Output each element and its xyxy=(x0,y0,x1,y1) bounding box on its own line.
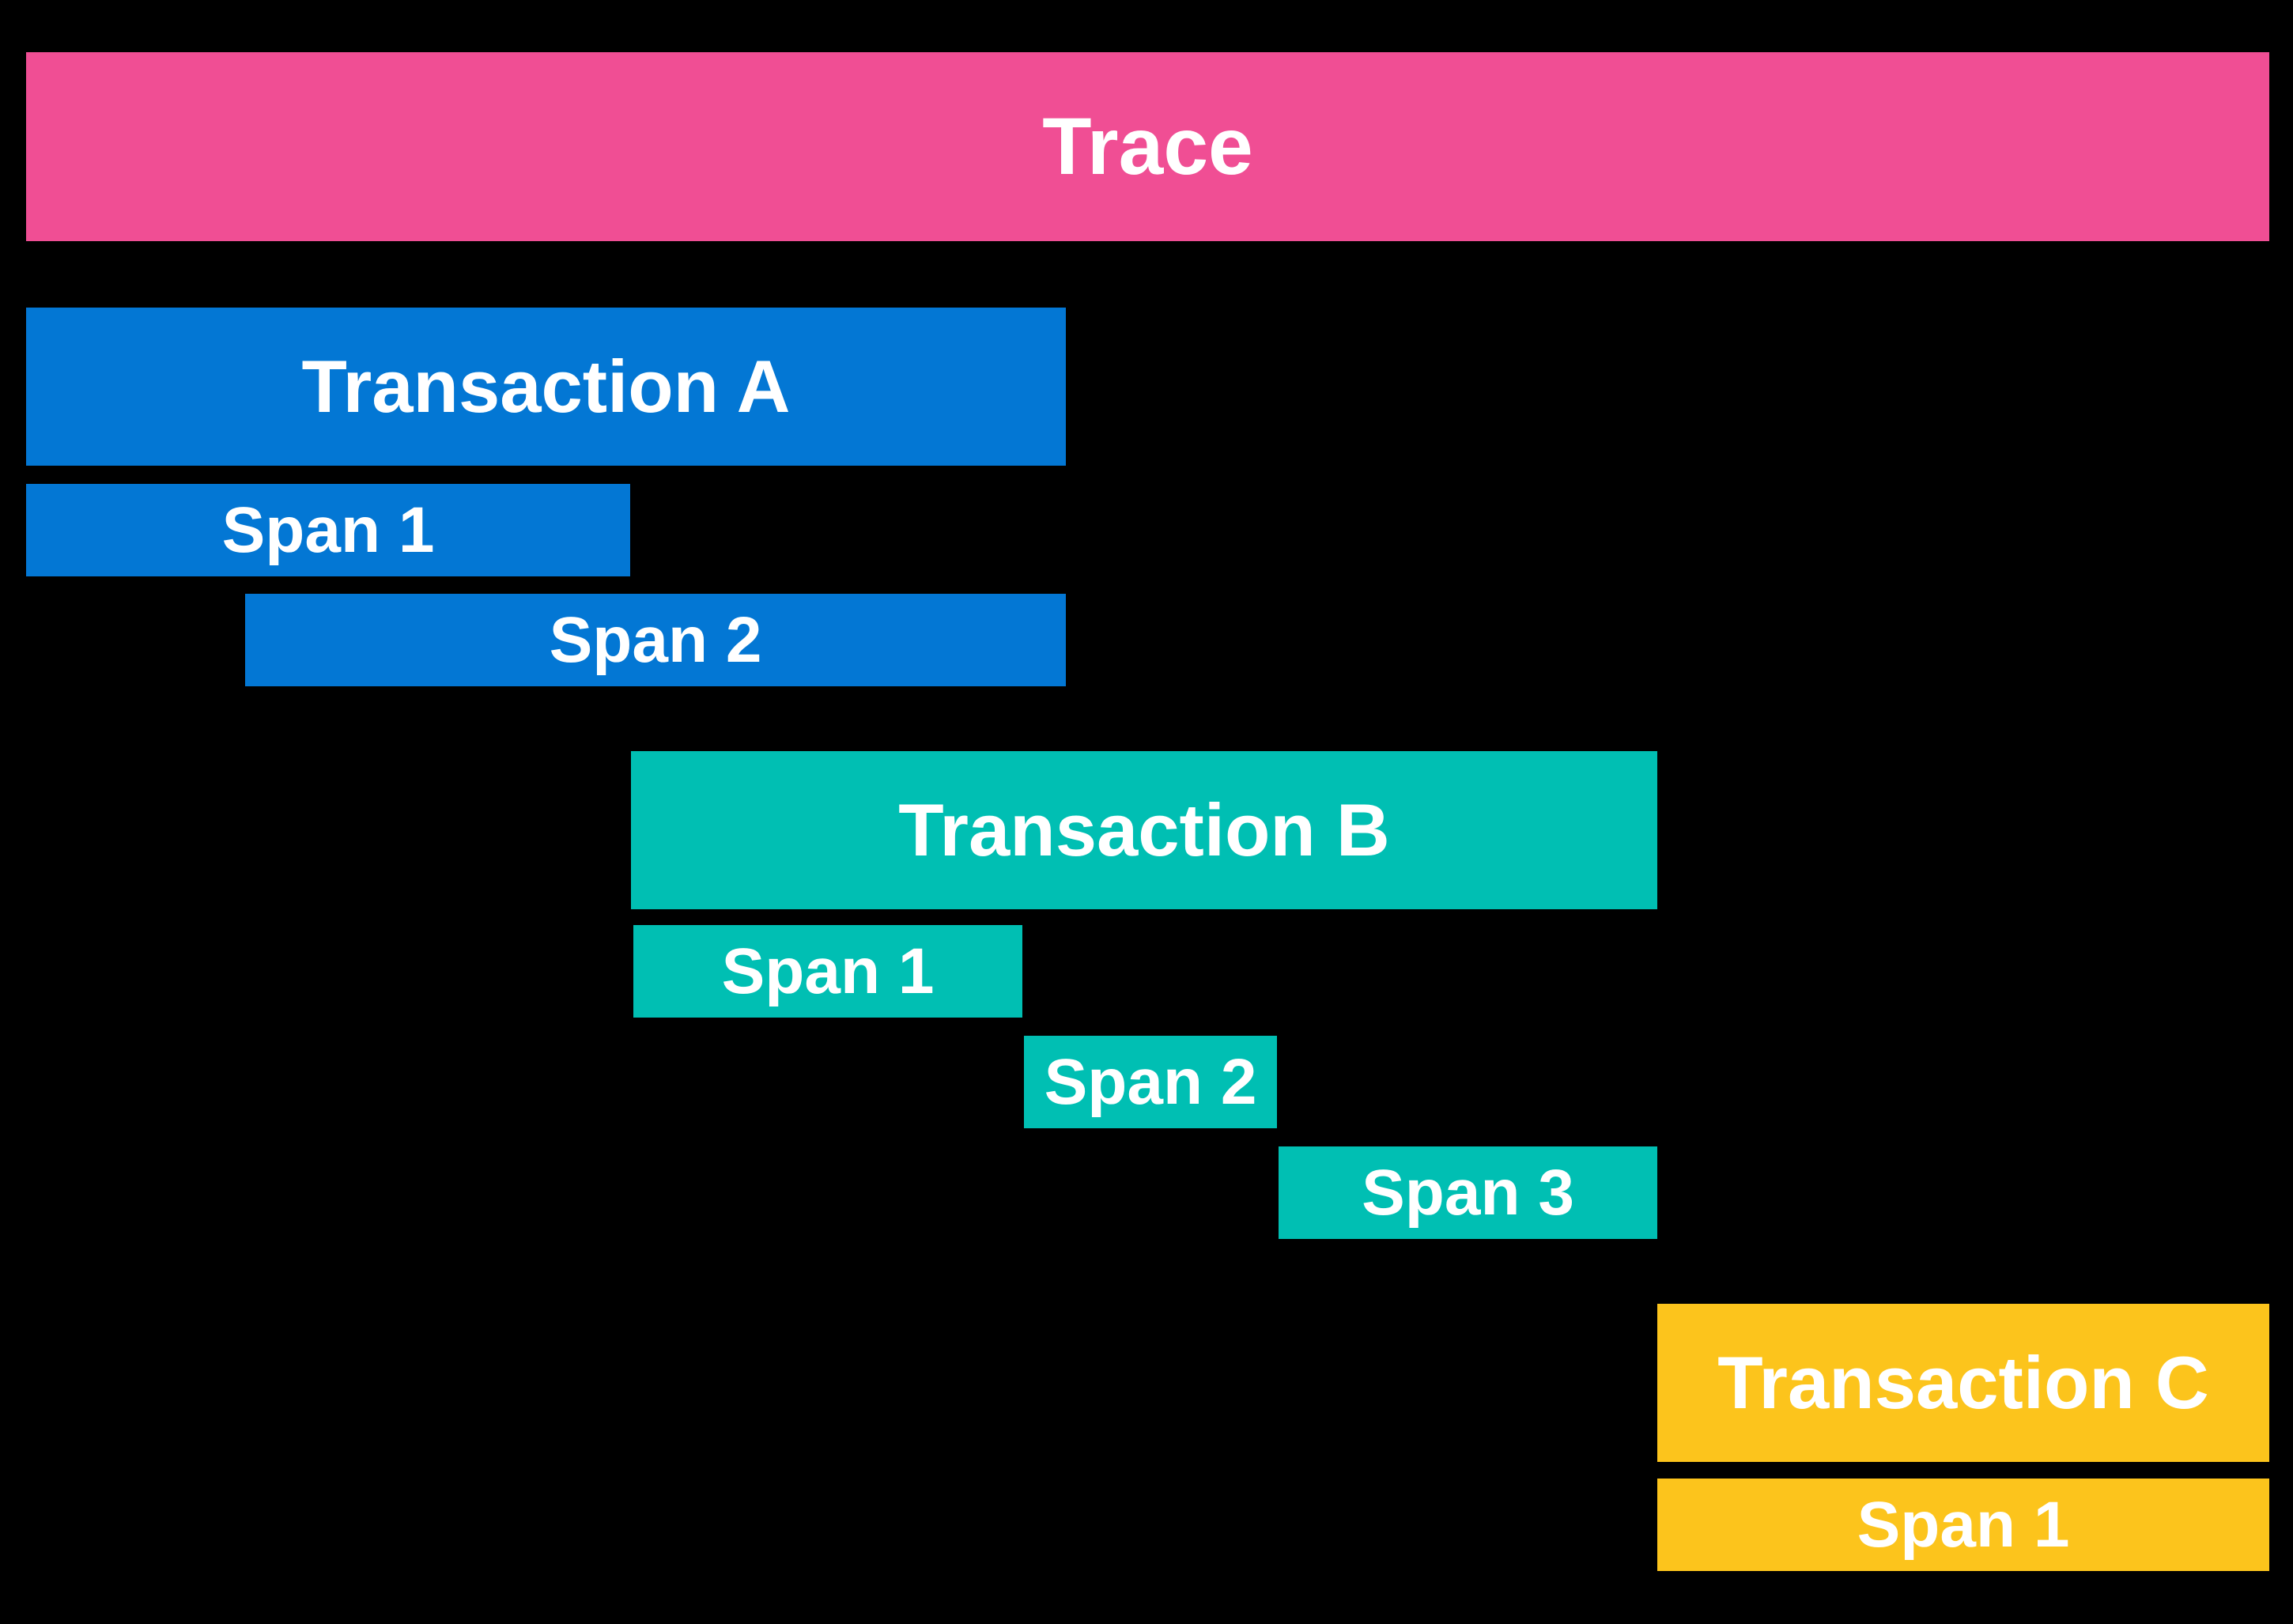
transaction-b-span-3-bar: Span 3 xyxy=(1279,1146,1657,1239)
transaction-b-span-2-bar: Span 2 xyxy=(1024,1036,1277,1128)
trace-bar: Trace xyxy=(26,52,2269,241)
transaction-a-span-1-bar: Span 1 xyxy=(26,484,630,576)
transaction-a-span-2-bar: Span 2 xyxy=(245,594,1066,686)
transaction-c-span-1-bar: Span 1 xyxy=(1657,1479,2269,1571)
transaction-a-bar: Transaction A xyxy=(26,308,1066,466)
transaction-b-span-1-bar: Span 1 xyxy=(633,925,1022,1018)
transaction-c-bar: Transaction C xyxy=(1657,1304,2269,1462)
transaction-b-bar: Transaction B xyxy=(631,751,1657,909)
